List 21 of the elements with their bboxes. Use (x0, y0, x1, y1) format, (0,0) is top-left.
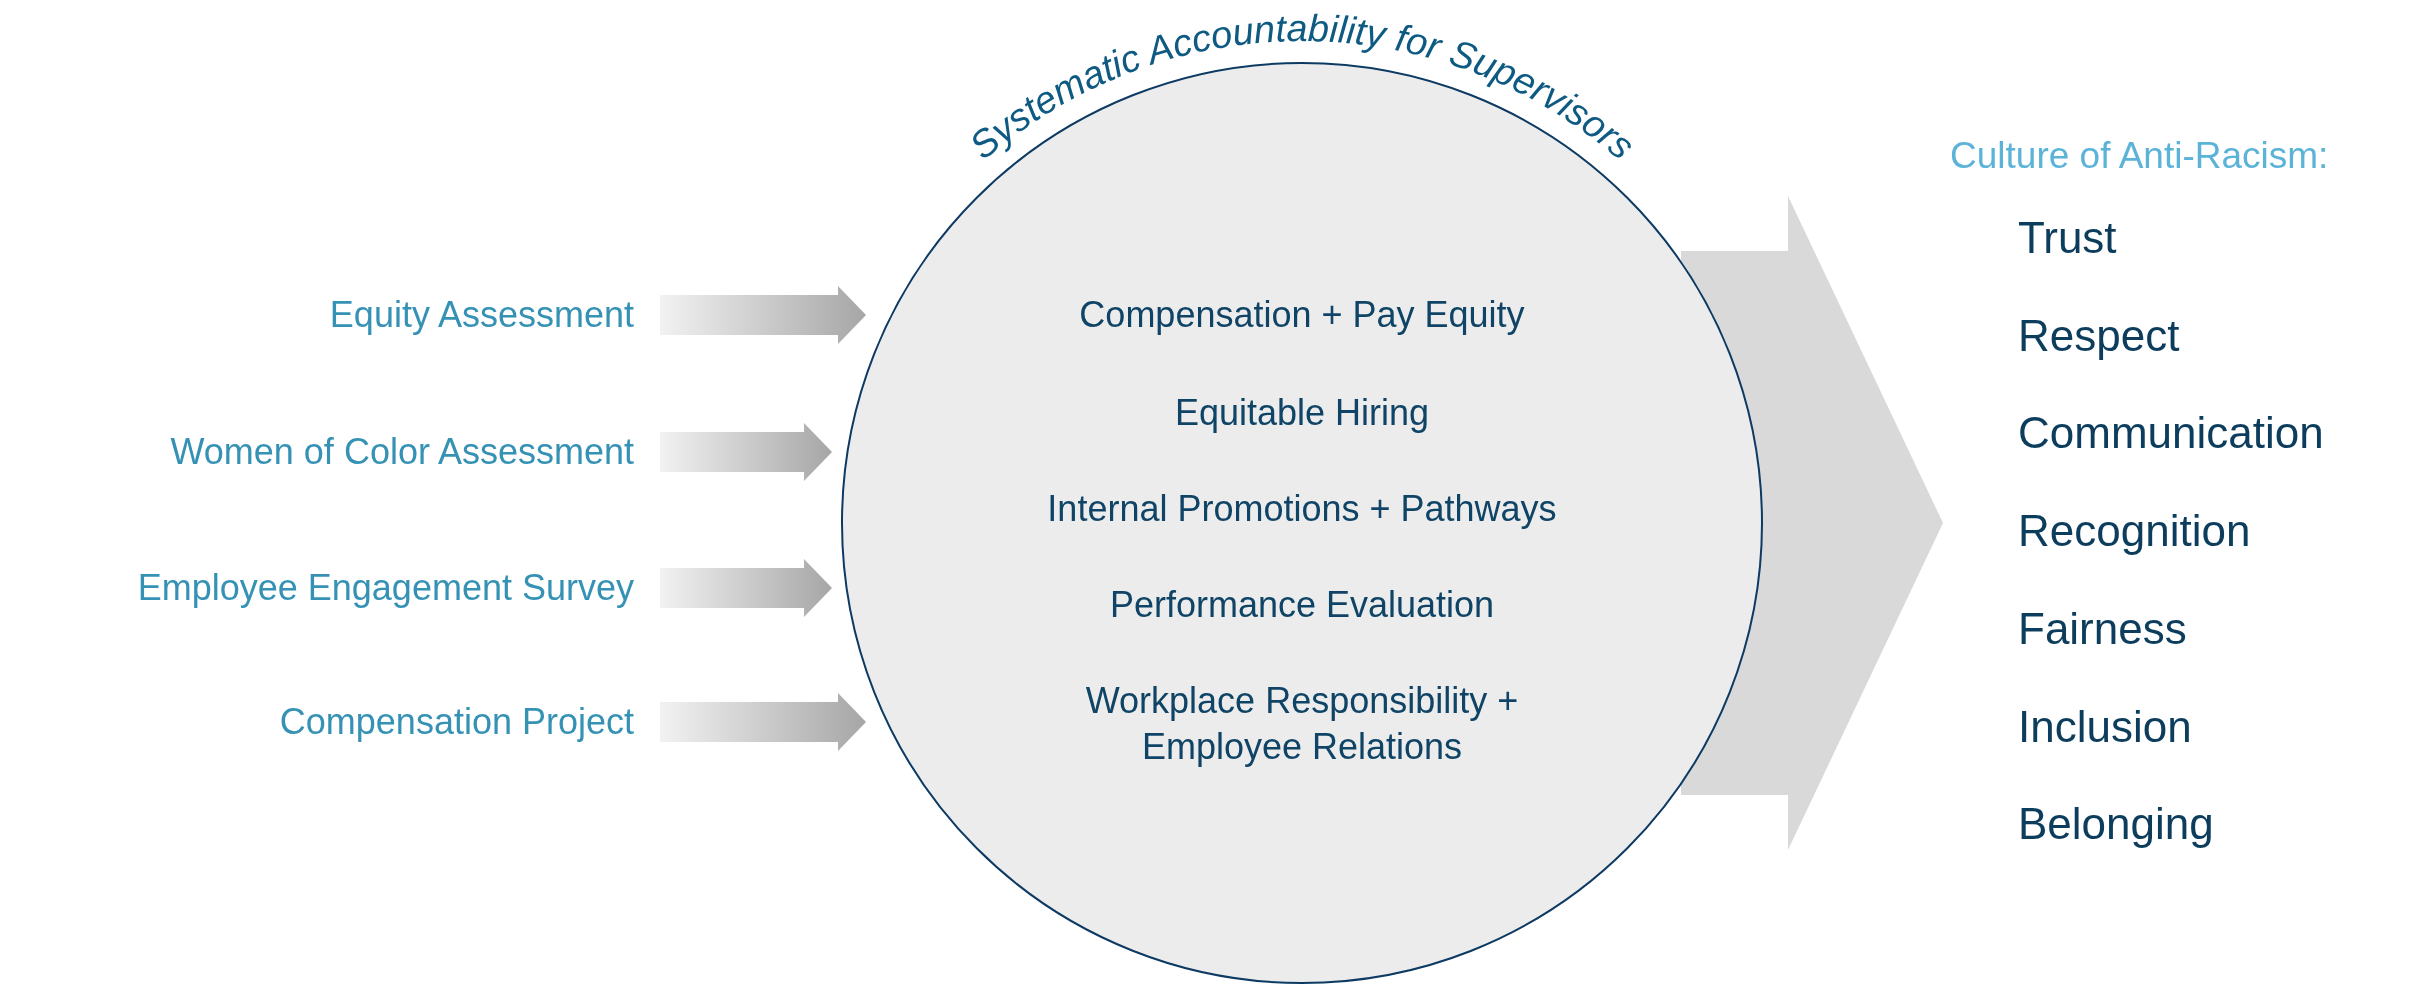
value-text: Fairness (2018, 602, 2187, 655)
arrow (660, 423, 832, 481)
arrow (660, 286, 866, 344)
focus-area-text: Equitable Hiring (1173, 391, 1431, 435)
source-label: Employee Engagement Survey (137, 570, 634, 606)
heading: Culture of Anti-Racism: (1950, 134, 2329, 178)
source-label: Compensation Project (279, 704, 634, 740)
value-text: Belonging (2018, 798, 2214, 851)
focus-area-text: Internal Promotions + Pathways (1046, 487, 1558, 531)
focus-area-text: Compensation + Pay Equity (1078, 293, 1526, 337)
value-text: Inclusion (2018, 700, 2192, 753)
value-text: Trust (2018, 212, 2117, 264)
source-label: Equity Assessment (329, 297, 634, 333)
value-text: Recognition (2018, 505, 2251, 558)
arrow (660, 693, 866, 751)
focus-area-text: Workplace Responsibility + Employee Relations (1084, 679, 1520, 769)
focus-area-text: Performance Evaluation (1108, 583, 1496, 627)
value-text: Respect (2018, 309, 2180, 362)
source-label: Women of Color Assessment (170, 434, 634, 470)
value-text: Communication (2018, 407, 2324, 460)
arrow (660, 559, 832, 617)
